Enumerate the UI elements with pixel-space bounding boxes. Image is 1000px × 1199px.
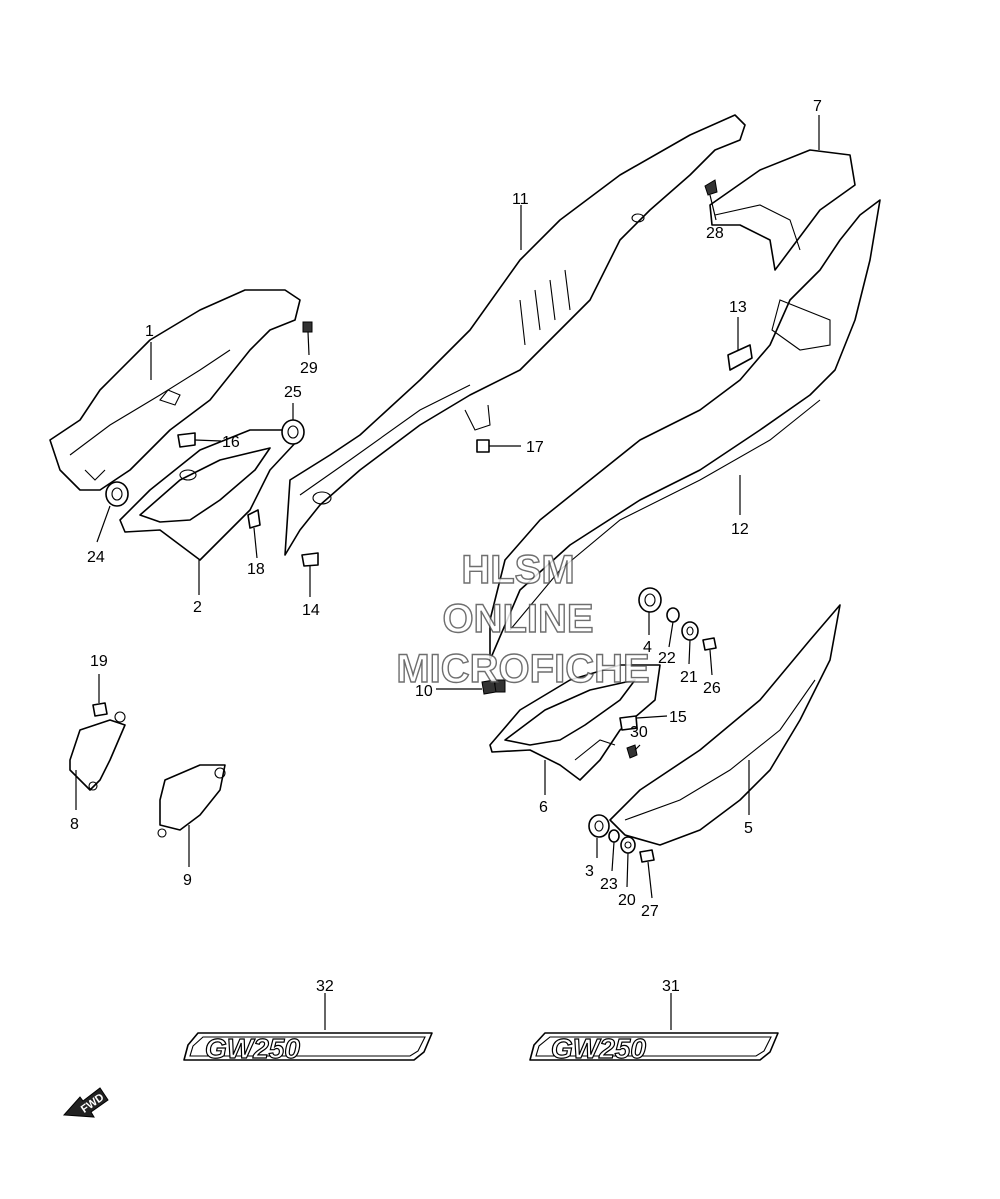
callout-22: 22 xyxy=(658,650,676,667)
callout-4: 4 xyxy=(643,639,652,656)
side-cover-upper-part-1 xyxy=(49,289,301,491)
callout-3: 3 xyxy=(585,863,594,880)
callout-13: 13 xyxy=(729,299,747,316)
callout-labels: 1 2 3 4 5 6 7 8 9 10 11 12 13 14 15 16 1… xyxy=(70,98,822,995)
callout-32: 32 xyxy=(316,978,334,995)
tail-cover-part-7 xyxy=(709,149,856,271)
callout-7: 7 xyxy=(813,98,822,115)
callout-8: 8 xyxy=(70,816,79,833)
emblem-part-31: GW250 xyxy=(529,1032,779,1065)
leader-lines xyxy=(75,115,820,1030)
emblem-part-32: GW250 xyxy=(183,1032,433,1065)
frame-cover-right-part-12 xyxy=(489,199,881,693)
callout-15: 15 xyxy=(669,709,687,726)
callout-30: 30 xyxy=(630,724,648,741)
watermark-line3: MICROFICHE xyxy=(396,647,649,691)
bracket-part-8 xyxy=(69,711,126,791)
callout-29: 29 xyxy=(300,360,318,377)
bracket-part-6 xyxy=(489,664,661,781)
frame-cover-left-part-11 xyxy=(284,114,746,556)
callout-2: 2 xyxy=(193,599,202,616)
callout-26: 26 xyxy=(703,680,721,697)
callout-20: 20 xyxy=(618,892,636,909)
watermark: HLSM ONLINE MICROFICHE xyxy=(396,547,651,691)
emblem-right-text: GW250 xyxy=(551,1033,646,1064)
callout-21: 21 xyxy=(680,669,698,686)
callout-27: 27 xyxy=(641,903,659,920)
callout-17: 17 xyxy=(526,439,544,456)
side-cover-lower-part-5 xyxy=(609,604,841,846)
bracket-part-2 xyxy=(119,429,299,561)
callout-31: 31 xyxy=(662,978,680,995)
callout-12: 12 xyxy=(731,521,749,538)
watermark-line1: HLSM xyxy=(461,548,574,592)
callout-1: 1 xyxy=(145,323,154,340)
callout-23: 23 xyxy=(600,876,618,893)
callout-5: 5 xyxy=(744,820,753,837)
callout-10: 10 xyxy=(415,683,433,700)
callout-11: 11 xyxy=(512,191,529,208)
callout-16: 16 xyxy=(222,434,240,451)
fwd-arrow-icon: FWD xyxy=(62,1087,109,1118)
watermark-line2: ONLINE xyxy=(442,597,593,641)
callout-24: 24 xyxy=(87,549,105,566)
callout-28: 28 xyxy=(706,225,724,242)
callout-25: 25 xyxy=(284,384,302,401)
bracket-part-9 xyxy=(157,764,226,838)
callout-9: 9 xyxy=(183,872,192,889)
emblem-left-text: GW250 xyxy=(205,1033,300,1064)
callout-14: 14 xyxy=(302,602,320,619)
callout-18: 18 xyxy=(247,561,265,578)
callout-6: 6 xyxy=(539,799,548,816)
callout-19: 19 xyxy=(90,653,108,670)
